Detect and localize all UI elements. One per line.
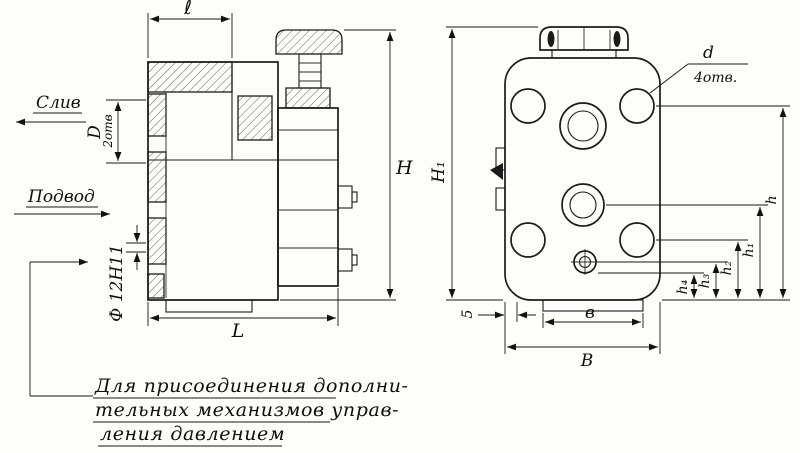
drain-label: Слив bbox=[36, 93, 81, 113]
clamp-pointer bbox=[490, 163, 503, 180]
note-block: Для присоединения дополни- тельных механ… bbox=[93, 375, 409, 447]
hatched-cover-block bbox=[147, 61, 233, 93]
mounting-hole bbox=[619, 222, 655, 258]
dim-h1-label: h₁ bbox=[741, 243, 757, 258]
dim-D-holes-label: 2отв bbox=[101, 114, 115, 148]
side-port bbox=[337, 248, 353, 272]
adjust-knob-cap bbox=[275, 29, 343, 55]
dim-d-holes-label: 4отв. bbox=[693, 70, 737, 86]
dim-b-label: в bbox=[585, 303, 595, 323]
wall-hatch-band bbox=[147, 273, 165, 299]
knob-shade bbox=[613, 31, 621, 47]
gland-nut bbox=[285, 87, 331, 109]
mounting-hole bbox=[619, 88, 655, 124]
dim-B-label: В bbox=[580, 351, 594, 371]
side-port bbox=[337, 185, 353, 209]
supply-label: Подвод bbox=[27, 187, 95, 207]
dim-H1-label: H₁ bbox=[429, 161, 449, 184]
spool-housing bbox=[277, 107, 339, 287]
upper-port-inner bbox=[567, 110, 599, 142]
wall-hatch-band bbox=[147, 151, 167, 203]
dim-5-label: 5 bbox=[460, 309, 476, 318]
side-port-nub bbox=[351, 254, 358, 266]
base-plate bbox=[542, 299, 644, 312]
wall-hatch-band bbox=[147, 217, 167, 265]
bottom-spigot bbox=[165, 299, 253, 313]
note-line-2: тельных механизмов управ- bbox=[95, 399, 399, 421]
dim-D-label: D bbox=[85, 125, 105, 140]
dim-h4-label: h₄ bbox=[675, 279, 691, 294]
dim-h3-label: h₃ bbox=[697, 273, 713, 288]
dim-l-label: ℓ bbox=[183, 0, 192, 19]
wall-hatch-band bbox=[147, 93, 167, 137]
upper-port-outer bbox=[559, 102, 607, 150]
side-port-nub bbox=[351, 191, 358, 203]
knob-shade bbox=[547, 31, 555, 47]
dim-h2-label: h₂ bbox=[719, 260, 735, 275]
dim-H-label: H bbox=[395, 157, 413, 179]
hole-leader-line bbox=[649, 63, 689, 94]
right-view-dimensions: H₁ d 4отв. h h₁ h₂ h₃ h₄ 5 в bbox=[429, 26, 790, 371]
valve-front-outline bbox=[504, 57, 661, 301]
middle-port-inner bbox=[569, 191, 597, 219]
dim-h-label: h bbox=[764, 195, 780, 204]
side-tab bbox=[495, 187, 506, 211]
mounting-hole bbox=[510, 88, 546, 124]
left-view-dimensions: ℓ H L D 2отв Ф 12Н11 Слив Подвод bbox=[14, 0, 413, 397]
adjust-stem bbox=[298, 53, 322, 89]
note-line-3: ления давлением bbox=[100, 423, 285, 445]
dim-L-label: L bbox=[231, 320, 245, 342]
knob-front bbox=[539, 26, 629, 51]
note-line-1: Для присоединения дополни- bbox=[94, 375, 409, 397]
dim-bore-label: Ф 12Н11 bbox=[107, 244, 127, 322]
hatched-boss bbox=[237, 95, 273, 141]
left-view-section bbox=[147, 29, 358, 313]
dim-d-label: d bbox=[703, 43, 714, 63]
middle-port-outer bbox=[561, 183, 605, 227]
right-view-front bbox=[490, 26, 661, 312]
mounting-hole bbox=[510, 222, 546, 258]
